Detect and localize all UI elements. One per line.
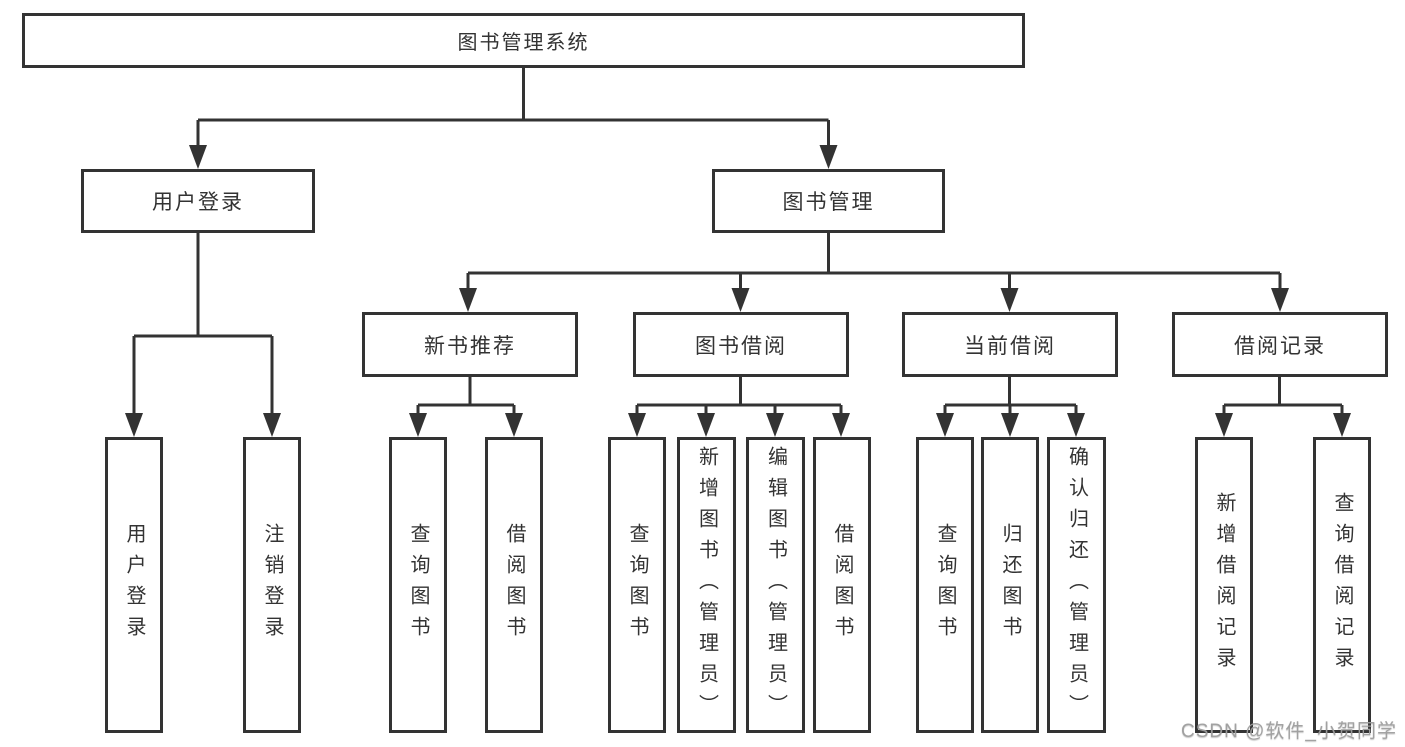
leaf-current-return-book: 归还图书 (981, 437, 1039, 733)
node-current-borrow: 当前借阅 (902, 312, 1118, 377)
leaf-user-login: 用户登录 (105, 437, 163, 733)
node-user-login: 用户登录 (81, 169, 315, 233)
node-label: 用户登录 (123, 523, 145, 647)
leaf-borrow-borrow-book: 借阅图书 (813, 437, 871, 733)
node-new-book-recommend: 新书推荐 (362, 312, 578, 377)
watermark: CSDN @软件_小贺同学 (1181, 721, 1397, 742)
node-book-borrow: 图书借阅 (633, 312, 849, 377)
node-label: 新增借阅记录 (1213, 492, 1235, 678)
connector-root-to-level2 (196, 68, 830, 148)
leaf-current-confirm-return-admin: 确认归还（管理员） (1047, 437, 1106, 733)
connector-borrow-to-leaves (635, 377, 843, 416)
connector-newbook-to-leaves (416, 377, 516, 416)
connector-bookmgmt-to-level3 (466, 233, 1282, 291)
node-root: 图书管理系统 (22, 13, 1025, 68)
node-book-management: 图书管理 (712, 169, 945, 233)
node-label: 查询图书 (626, 523, 648, 647)
leaf-newbook-borrow-book: 借阅图书 (485, 437, 543, 733)
node-label: 当前借阅 (964, 334, 1056, 358)
node-label: 借阅图书 (831, 523, 853, 647)
connector-records-to-leaves (1222, 377, 1344, 416)
leaf-records-query-record: 查询借阅记录 (1313, 437, 1371, 733)
leaf-records-add-record: 新增借阅记录 (1195, 437, 1253, 733)
leaf-current-query-book: 查询图书 (916, 437, 974, 733)
connector-userlogin-to-leaves (132, 233, 274, 416)
node-label: 编辑图书（管理员） (764, 445, 787, 725)
node-label: 用户登录 (152, 191, 244, 214)
leaf-borrow-add-book-admin: 新增图书（管理员） (677, 437, 736, 733)
node-label: 查询图书 (934, 523, 956, 647)
node-label: 注销登录 (261, 523, 283, 647)
leaf-borrow-query-book: 查询图书 (608, 437, 666, 733)
node-label: 借阅图书 (503, 523, 525, 647)
node-label: 确认归还（管理员） (1065, 445, 1088, 725)
node-label: 查询图书 (407, 523, 429, 647)
node-label: 借阅记录 (1234, 334, 1326, 358)
arrowheads (125, 145, 1351, 437)
leaf-newbook-query-book: 查询图书 (389, 437, 447, 733)
node-label: 图书管理系统 (457, 32, 590, 54)
connector-current-to-leaves (943, 377, 1078, 416)
node-label: 归还图书 (999, 523, 1021, 647)
node-borrow-records: 借阅记录 (1172, 312, 1388, 377)
leaf-borrow-edit-book-admin: 编辑图书（管理员） (746, 437, 805, 733)
leaf-logout: 注销登录 (243, 437, 301, 733)
node-label: 新书推荐 (424, 334, 516, 358)
node-label: 图书管理 (782, 191, 875, 214)
node-label: 查询借阅记录 (1331, 492, 1353, 678)
node-label: 新增图书（管理员） (695, 445, 718, 725)
node-label: 图书借阅 (695, 334, 787, 358)
